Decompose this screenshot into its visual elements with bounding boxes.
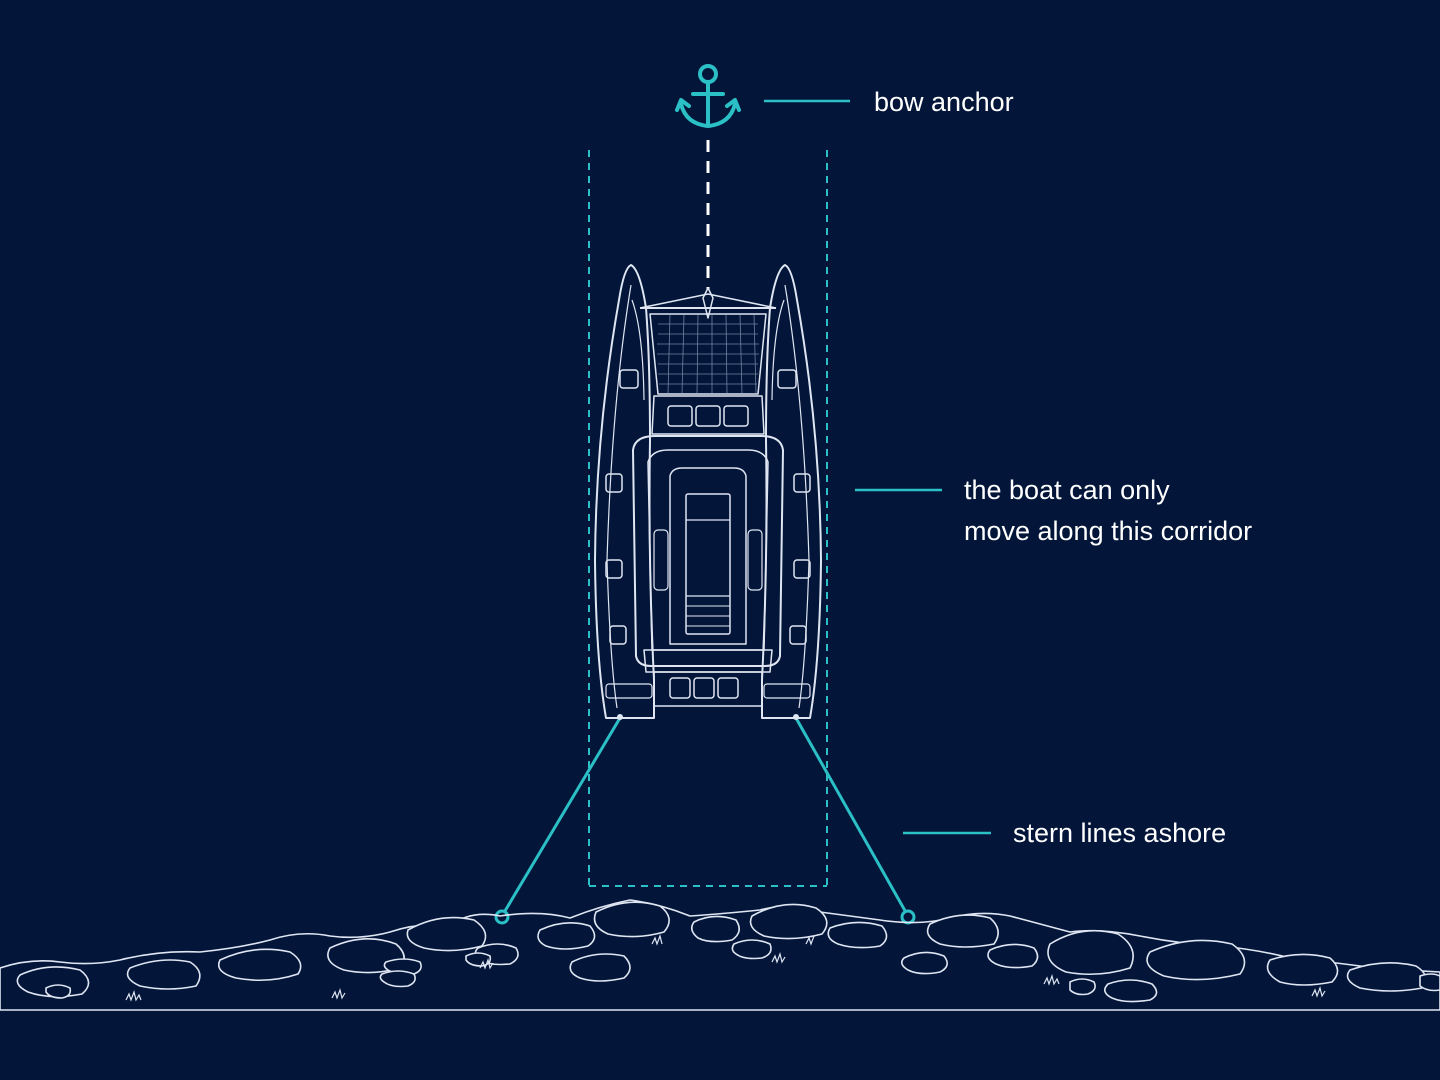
callout-leaders bbox=[764, 99, 991, 835]
shore-attachment-points bbox=[494, 909, 916, 925]
corridor-label-line2: move along this corridor bbox=[964, 516, 1252, 546]
stern-lines-label: stern lines ashore bbox=[1013, 818, 1226, 848]
port-hull bbox=[594, 264, 655, 719]
movement-corridor bbox=[588, 150, 828, 887]
corridor-label-line1: the boat can only bbox=[964, 475, 1170, 505]
shore-grass bbox=[125, 933, 1326, 1002]
stern-cleats bbox=[617, 714, 799, 720]
rocky-shoreline bbox=[0, 899, 1440, 1011]
trampoline-mesh bbox=[657, 313, 759, 395]
catamaran bbox=[594, 264, 822, 719]
cabin-roof bbox=[632, 435, 784, 667]
trampoline-net bbox=[649, 313, 767, 395]
starboard-hull bbox=[761, 264, 822, 719]
stern-lines bbox=[500, 717, 910, 917]
anchor-icon bbox=[675, 64, 741, 128]
bow-anchor-label: bow anchor bbox=[874, 87, 1014, 117]
